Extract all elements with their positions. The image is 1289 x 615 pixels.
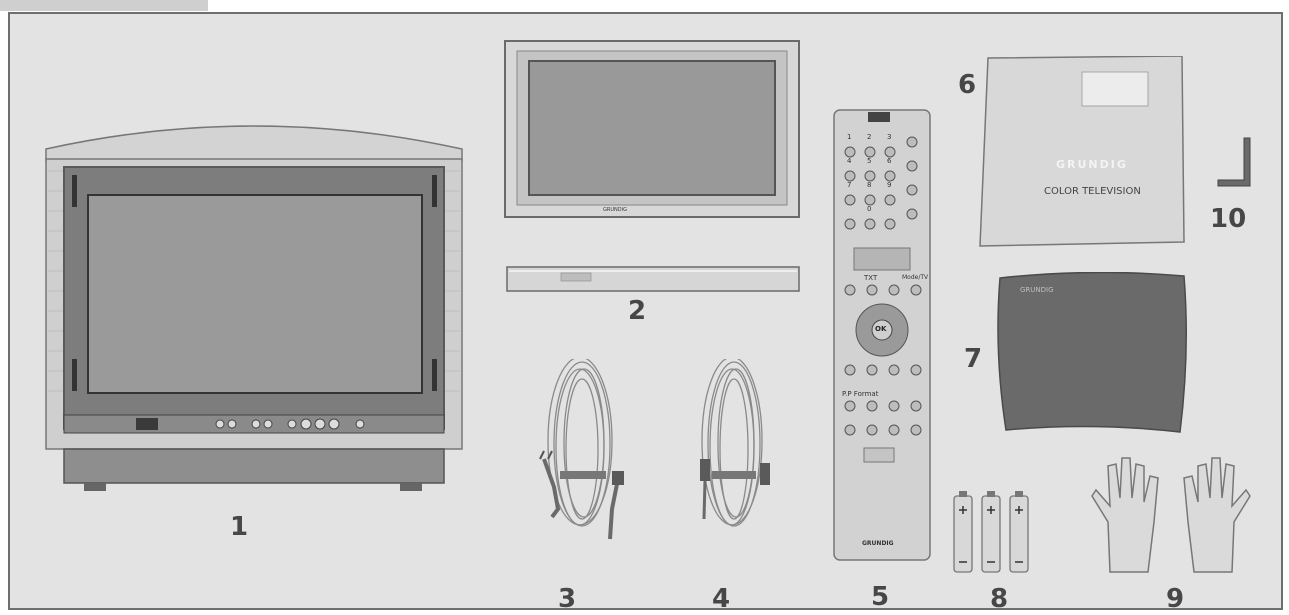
item-number-label: 10 bbox=[1210, 204, 1247, 234]
remote-key-2: 2 bbox=[867, 133, 872, 141]
item-number-label: 2 bbox=[628, 296, 647, 326]
item-flat-monitor: GRUNDIG bbox=[503, 39, 803, 299]
item-number-label: 3 bbox=[558, 584, 577, 614]
package-contents-panel: 1 GRUNDIG 2 bbox=[8, 12, 1283, 614]
remote-key-0: 0 bbox=[867, 205, 872, 213]
remote-key-8: 8 bbox=[867, 181, 872, 189]
cloth-brand-text: GRUNDIG bbox=[1020, 286, 1054, 294]
item-number-label: 8 bbox=[990, 584, 1009, 614]
remote-key-7: 7 bbox=[847, 181, 852, 189]
item-tv-set bbox=[44, 111, 464, 511]
item-number-label: 4 bbox=[712, 584, 731, 614]
remote-key-4: 4 bbox=[847, 157, 852, 165]
item-number-label: 5 bbox=[871, 582, 890, 612]
remote-ok-label: OK bbox=[875, 325, 887, 333]
item-cleaning-cloth: GRUNDIG bbox=[996, 272, 1188, 436]
remote-key-6: 6 bbox=[887, 157, 892, 165]
remote-mode-label: Mode/TV bbox=[902, 274, 929, 281]
remote-key-3: 3 bbox=[887, 133, 892, 141]
item-remote-control: 1 2 3 4 5 6 7 8 9 0 TXT Mode/TV OK P.P F… bbox=[832, 108, 932, 564]
item-number-label: 7 bbox=[964, 344, 983, 374]
remote-txt-label: TXT bbox=[864, 274, 878, 282]
manual-logo: GRUNDIG bbox=[1056, 158, 1128, 171]
item-number-label: 6 bbox=[958, 70, 977, 100]
remote-brand-text: GRUNDIG bbox=[862, 540, 894, 547]
item-batteries bbox=[950, 488, 1040, 578]
remote-key-9: 9 bbox=[887, 181, 892, 189]
item-allen-key bbox=[1214, 136, 1258, 192]
manual-title: COLOR TELEVISION bbox=[1044, 186, 1141, 197]
item-gloves bbox=[1088, 452, 1254, 578]
remote-key-1: 1 bbox=[847, 133, 852, 141]
item-mains-cable bbox=[522, 359, 642, 589]
item-antenna-cable bbox=[674, 359, 794, 589]
item-instruction-manual: GRUNDIG COLOR TELEVISION bbox=[978, 56, 1186, 256]
top-tab-strip bbox=[0, 0, 208, 11]
monitor-brand-text: GRUNDIG bbox=[603, 207, 627, 213]
remote-format-label: P.P Format bbox=[842, 390, 879, 398]
item-number-label: 9 bbox=[1166, 584, 1185, 614]
item-number-label: 1 bbox=[230, 512, 249, 542]
remote-key-5: 5 bbox=[867, 157, 872, 165]
